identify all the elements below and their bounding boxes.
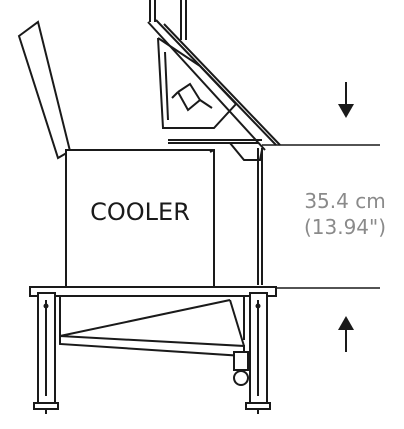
stand-bolts <box>43 303 261 309</box>
dimension-arrow-down-icon <box>338 82 354 118</box>
cooler-box: COOLER <box>65 149 215 288</box>
cooler-label: COOLER <box>90 198 190 226</box>
dimension-metric: 35.4 cm <box>304 189 385 213</box>
cooler-lid <box>17 20 72 160</box>
stand <box>29 286 277 414</box>
dimension-arrow-up-icon <box>338 316 354 352</box>
dimension-lines <box>262 144 380 289</box>
dimension-imperial: (13.94") <box>304 215 386 239</box>
dispenser-unit <box>147 0 281 285</box>
